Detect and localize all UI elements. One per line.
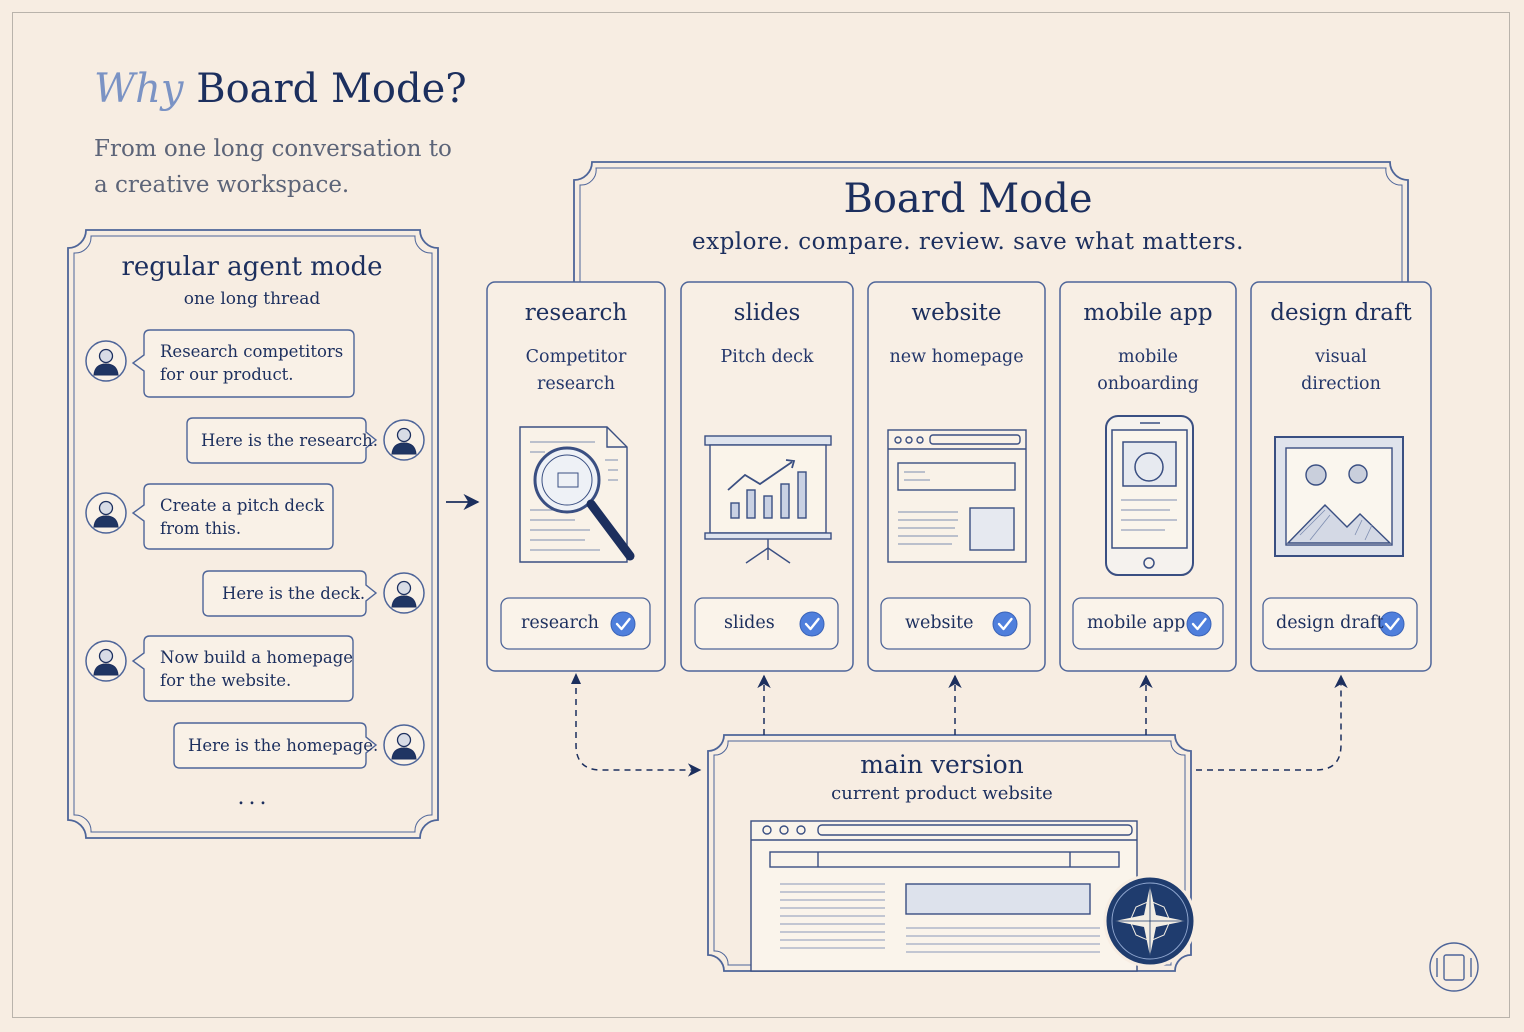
agent-bubble-1 — [186, 417, 378, 464]
browser-window-icon — [887, 429, 1027, 563]
card-subtitle-research: Competitor research — [525, 347, 627, 394]
avatar-icon — [85, 640, 127, 682]
avatar-icon — [85, 492, 127, 534]
check-circle-icon — [799, 611, 825, 637]
card-title-website: website — [911, 300, 1002, 326]
title-board-mode: Board Mode? — [196, 66, 467, 112]
main-version-title: main version — [860, 750, 1024, 779]
user-message-2: Create a pitch deck from this. — [160, 496, 324, 538]
agent-message-1: Here is the research. — [201, 431, 379, 450]
user-message-3: Now build a homepage for the website. — [160, 648, 354, 690]
main-browser-mockup — [750, 820, 1138, 972]
chip-label-mobile-app[interactable]: mobile app — [1087, 613, 1186, 633]
subtitle-line-2: a creative workspace. — [94, 172, 350, 198]
chat-bubbles — [131, 329, 378, 769]
board-logo-icon — [1429, 942, 1479, 992]
chip-research — [500, 597, 651, 650]
user-bubble-2 — [131, 483, 334, 550]
chip-website — [880, 597, 1031, 650]
card-title-design-draft: design draft — [1270, 300, 1412, 326]
card-title-research: research — [524, 300, 628, 326]
compass-rose-icon — [1103, 874, 1197, 968]
regular-mode-title: regular agent mode — [121, 252, 383, 282]
card-subtitle-mobile-app: mobile onboarding — [1097, 347, 1199, 394]
subtitle-line-1: From one long conversation to — [94, 136, 452, 162]
agent-bubble-3 — [173, 722, 378, 769]
agent-bubble-2 — [202, 570, 378, 617]
check-circle-icon — [1379, 611, 1405, 637]
chip-label-design-draft[interactable]: design draft — [1276, 613, 1384, 633]
title-why: Why — [94, 66, 184, 112]
presentation-chart-icon — [704, 435, 832, 564]
card-subtitle-website: new homepage — [889, 347, 1024, 367]
card-subtitle-slides: Pitch deck — [720, 347, 814, 367]
board-mode-frame — [573, 161, 1409, 282]
chip-design-draft — [1262, 597, 1418, 650]
agent-message-3: Here is the homepage. — [188, 736, 379, 755]
page-subtitle: From one long conversation to a creative… — [94, 131, 494, 203]
chip-label-slides[interactable]: slides — [724, 613, 775, 633]
ellipsis: ... — [237, 785, 271, 810]
user-bubble-1 — [131, 329, 355, 398]
avatar-icons — [85, 340, 425, 766]
check-circle-icon — [1186, 611, 1212, 637]
page-frame — [12, 12, 1510, 1018]
avatar-icon — [383, 572, 425, 614]
card-title-mobile-app: mobile app — [1083, 300, 1213, 326]
user-bubble-3 — [131, 635, 354, 702]
regular-mode-subtitle: one long thread — [183, 289, 321, 309]
chip-slides — [694, 597, 839, 650]
avatar-icon — [383, 419, 425, 461]
chip-mobile-app — [1072, 597, 1224, 650]
avatar-icon — [383, 724, 425, 766]
framed-picture-icon — [1274, 436, 1404, 557]
magnifier-document-icon — [519, 426, 635, 563]
user-message-1: Research competitors for our product. — [160, 342, 344, 384]
dashed-connectors — [575, 674, 1348, 777]
smartphone-icon — [1105, 415, 1194, 576]
check-circle-icon — [992, 611, 1018, 637]
board-mode-title: Board Mode — [843, 176, 1093, 222]
arrowhead-research-up — [571, 673, 581, 684]
chip-label-research[interactable]: research — [521, 613, 599, 633]
avatar-icon — [85, 340, 127, 382]
page-title: Why Board Mode? — [94, 66, 467, 112]
check-circle-icon — [610, 611, 636, 637]
regular-mode-panel — [67, 229, 439, 839]
main-version-subtitle: current product website — [831, 783, 1053, 804]
check-icons — [610, 611, 1405, 637]
chip-label-website[interactable]: website — [905, 613, 974, 633]
card-chips — [500, 597, 1418, 650]
card-title-slides: slides — [733, 300, 801, 326]
card-subtitle-design-draft: visual direction — [1301, 347, 1381, 394]
board-mode-subtitle: explore. compare. review. save what matt… — [691, 229, 1244, 255]
agent-message-2: Here is the deck. — [222, 584, 366, 603]
